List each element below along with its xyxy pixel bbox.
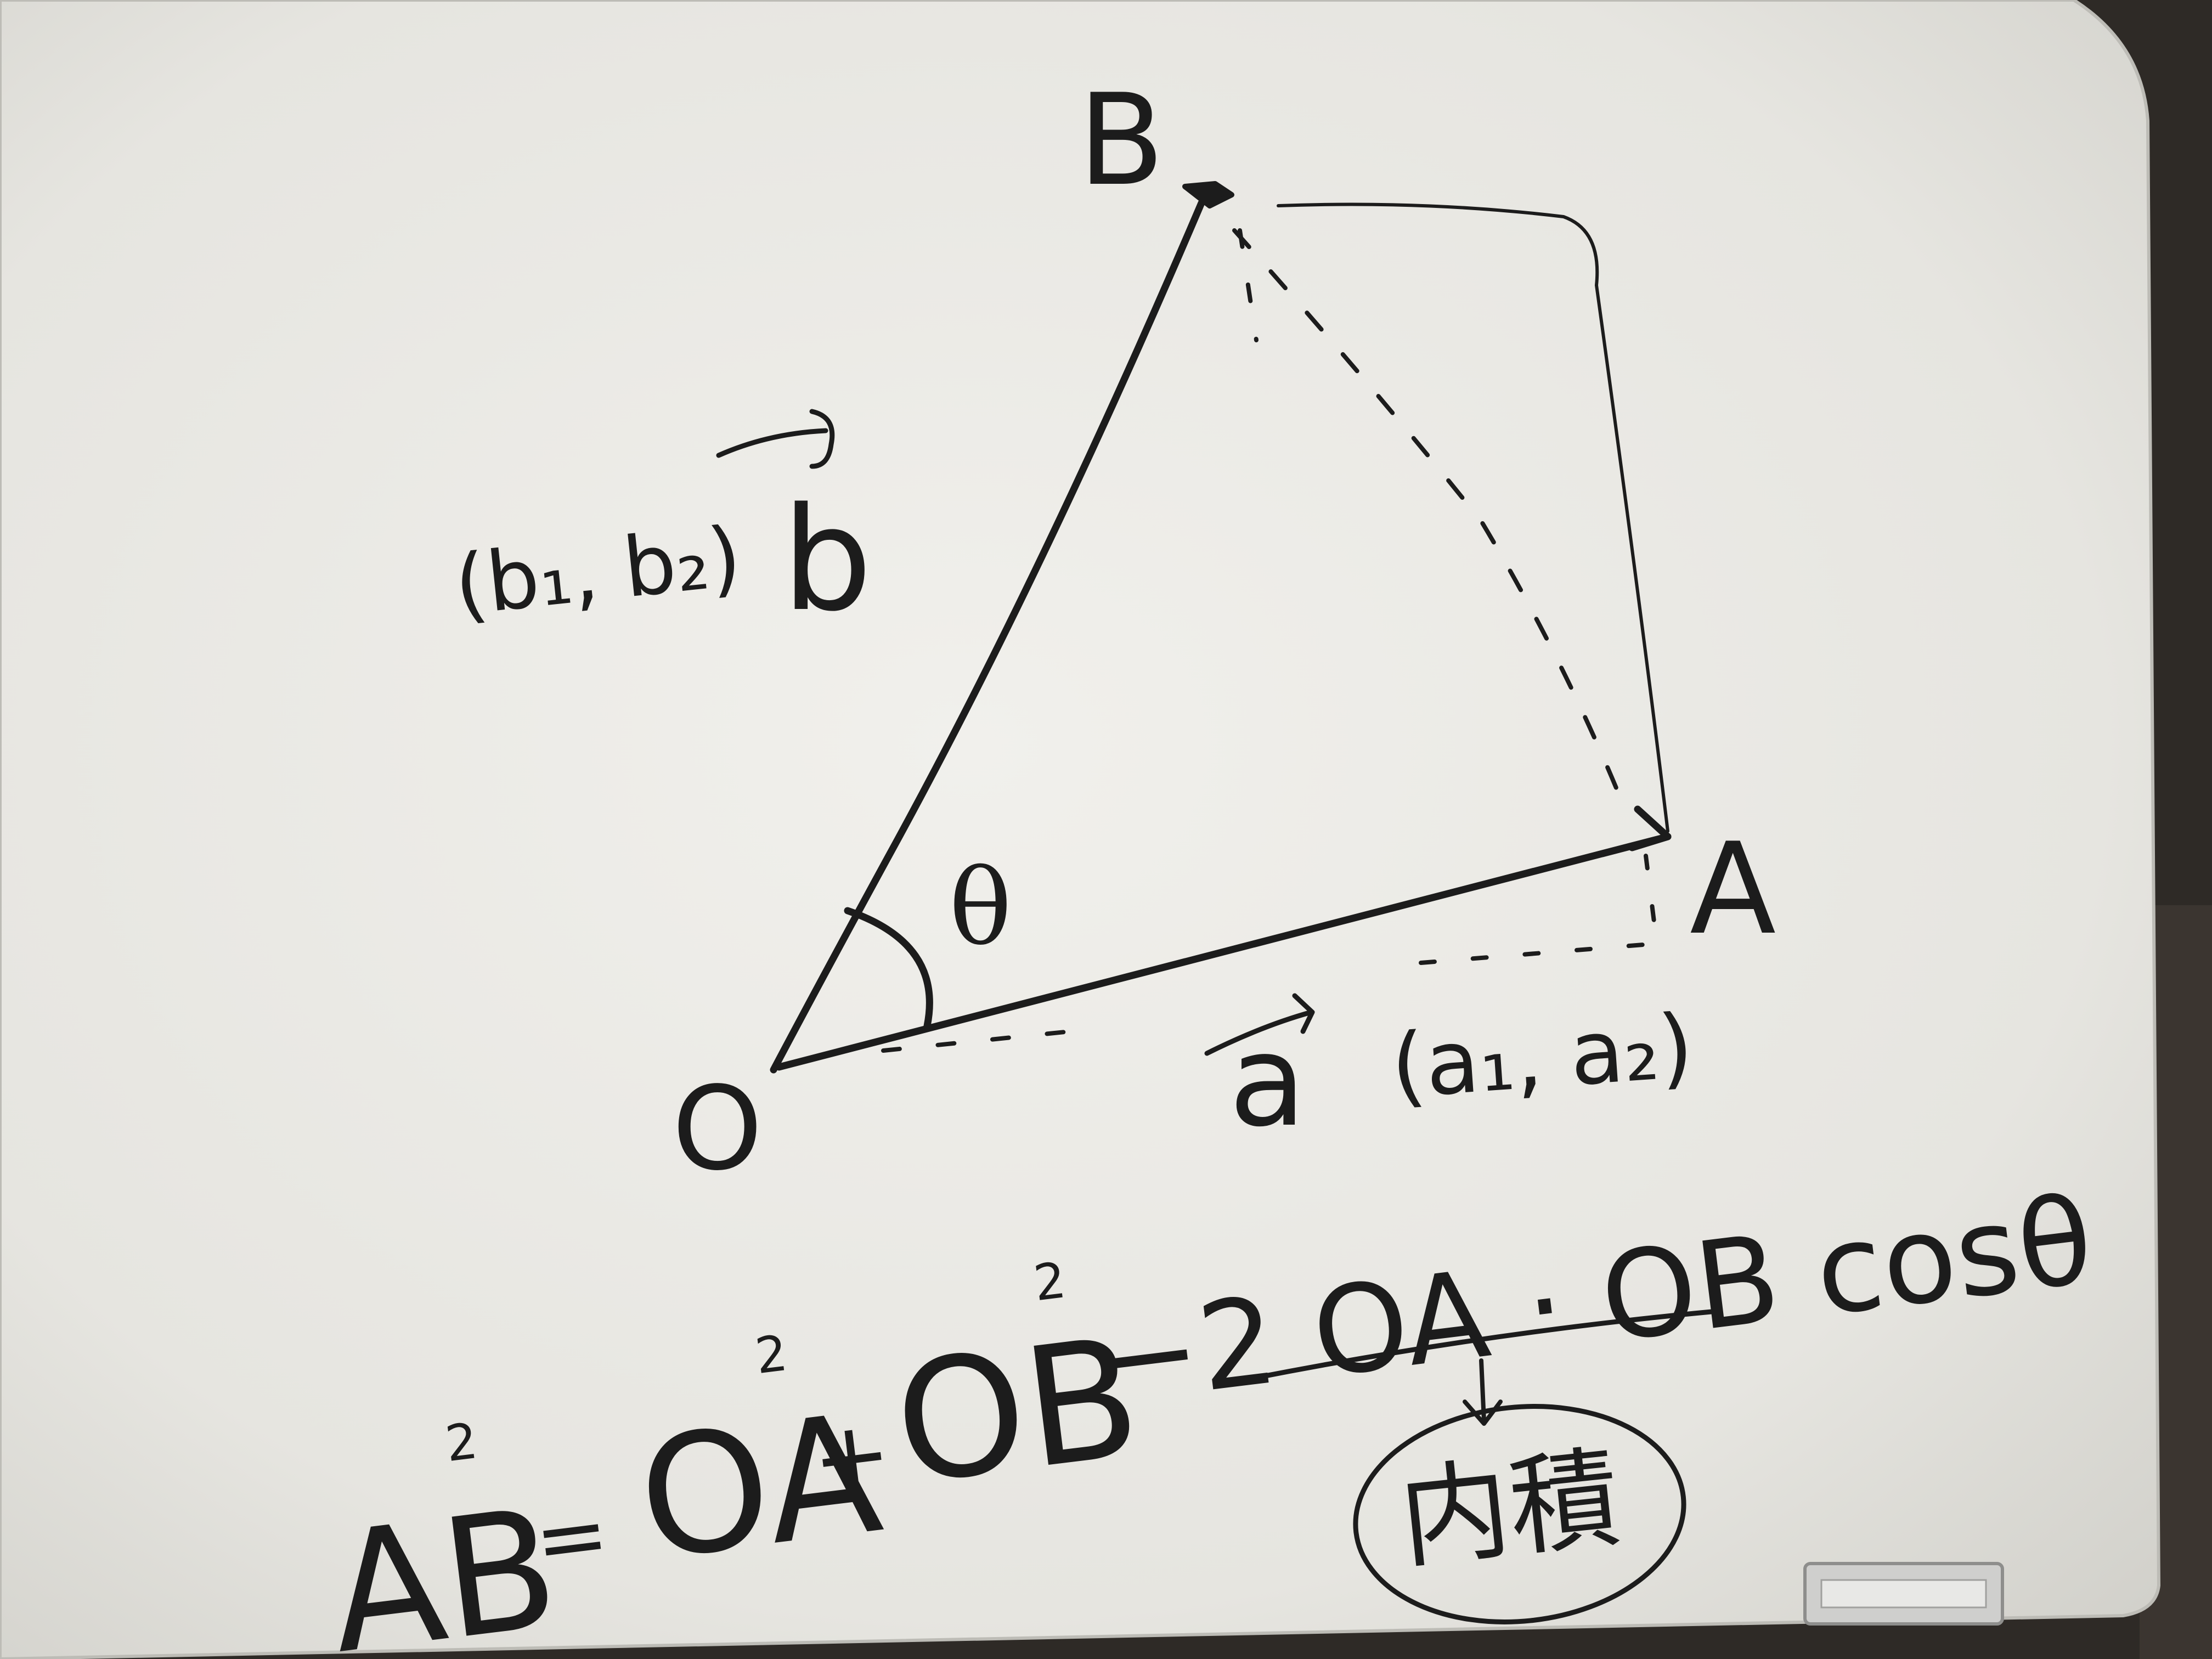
formula-term-ob-exponent: 2 (1031, 1251, 1069, 1312)
arrow-head-a (1628, 805, 1672, 851)
formula-lhs-exponent: 2 (442, 1412, 481, 1473)
formula-term-ob: OB (885, 1302, 1149, 1521)
formula-term-oa: OA (629, 1378, 890, 1597)
segment-ob (770, 199, 1205, 1074)
formula-plus: + (806, 1398, 898, 1516)
dashed-line-ba (1232, 228, 1626, 809)
vector-arrow-b-head (809, 409, 835, 469)
label-vector-a-components: (a₁, a₂) (1388, 995, 1697, 1118)
diagram (716, 181, 1720, 1624)
vector-arrow-b (716, 428, 828, 458)
dashed-line-oa-below (881, 1026, 1099, 1053)
dashed-line-b-down (1238, 228, 1259, 342)
formula-equals: = (529, 1481, 614, 1592)
annotation-label: 内積 (1394, 1434, 1626, 1584)
label-theta: θ (949, 847, 1012, 968)
formula-lhs: AB (320, 1472, 567, 1659)
segment-ab (1277, 202, 1669, 833)
annotation-circle (1353, 1404, 1686, 1624)
segment-oa (775, 833, 1672, 1071)
formula-term-oa-exponent: 2 (752, 1324, 791, 1385)
label-vector-b: b (782, 477, 872, 643)
eraser-label (1820, 1579, 1987, 1609)
formula-underline (1243, 1308, 1720, 1383)
vector-arrow-a-head (1292, 993, 1315, 1034)
label-a: A (1690, 816, 1776, 963)
label-origin: O (672, 1062, 763, 1196)
whiteboard (0, 0, 2161, 1659)
point-b-marker (1182, 181, 1234, 208)
angle-arc (844, 907, 933, 1030)
vector-arrow-a (1204, 1009, 1314, 1056)
label-b: B (1078, 67, 1165, 214)
label-vector-a: a (1229, 1008, 1306, 1155)
